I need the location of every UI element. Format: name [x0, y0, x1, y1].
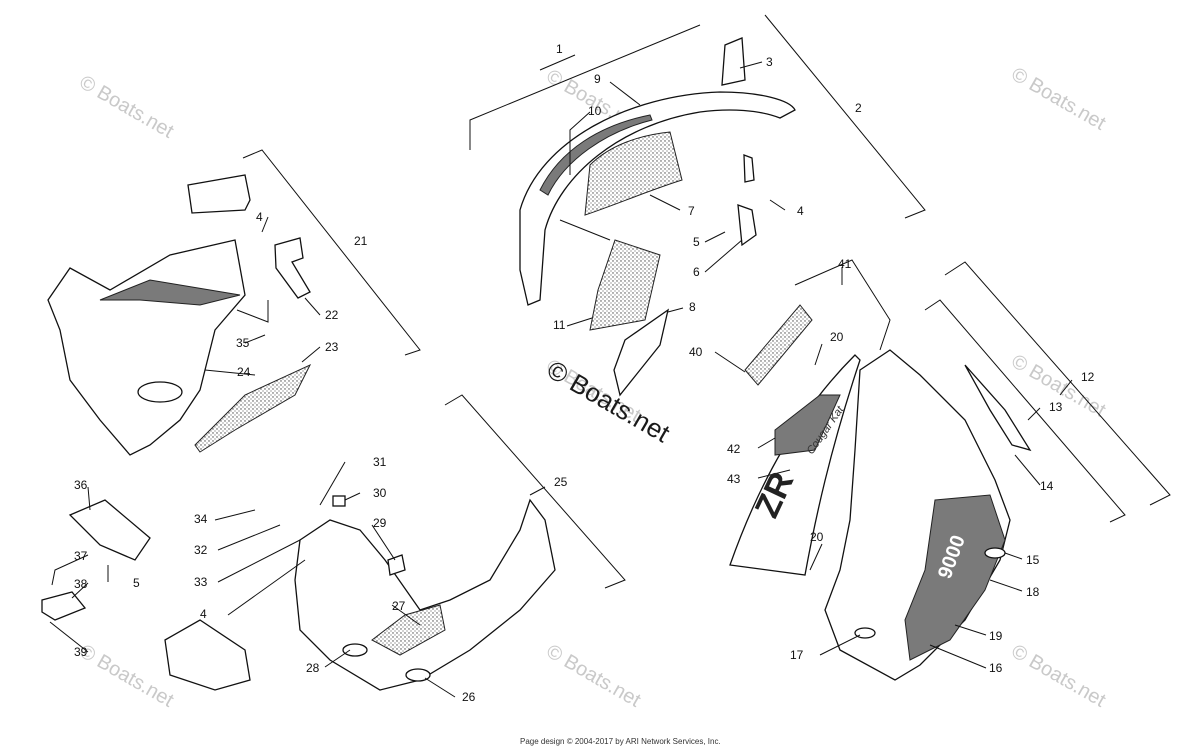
callout-40: 40: [689, 345, 703, 359]
callout-29: 29: [373, 516, 387, 530]
hood-assembly: [47, 149, 421, 456]
side-panel-assembly: [714, 259, 1171, 681]
watermark: © Boats.net: [1008, 640, 1110, 712]
callout-9: 9: [594, 72, 601, 86]
callout-36: 36: [74, 478, 88, 492]
callout-24: 24: [237, 365, 251, 379]
callout-43: 43: [727, 472, 741, 486]
callout-39: 39: [74, 645, 88, 659]
callout-16: 16: [989, 661, 1003, 675]
callout-15: 15: [1026, 553, 1040, 567]
callout-28: 28: [306, 661, 320, 675]
callout-7: 7: [688, 204, 695, 218]
callout-2: 2: [855, 101, 862, 115]
callout-20a: 20: [830, 330, 844, 344]
callout-11: 11: [553, 318, 566, 332]
watermark: © Boats.net: [543, 640, 645, 712]
callout-13: 13: [1049, 400, 1063, 414]
callout-6: 6: [693, 265, 700, 279]
callout-21: 21: [354, 234, 368, 248]
watermark: © Boats.net: [1008, 63, 1110, 135]
callout-17: 17: [790, 648, 804, 662]
callout-4b: 4: [256, 210, 263, 224]
callout-14: 14: [1040, 479, 1054, 493]
callout-12: 12: [1081, 370, 1095, 384]
callouts: 1 2 3 4 4 4 5 5 6 7 8 9 10 11 12 13 14 1…: [74, 42, 1095, 704]
callout-37: 37: [74, 549, 88, 563]
callout-22: 22: [325, 308, 339, 322]
callout-32: 32: [194, 543, 208, 557]
callout-25: 25: [554, 475, 568, 489]
callout-18: 18: [1026, 585, 1040, 599]
callout-38: 38: [74, 577, 88, 591]
callout-26: 26: [462, 690, 476, 704]
callout-5b: 5: [133, 576, 140, 590]
callout-41: 41: [838, 257, 852, 271]
callout-33: 33: [194, 575, 208, 589]
callout-42: 42: [727, 442, 741, 456]
callout-3: 3: [766, 55, 773, 69]
callout-19: 19: [989, 629, 1003, 643]
bottom-pan-assembly: [41, 394, 626, 698]
callout-10: 10: [588, 104, 602, 118]
watermark: © Boats.net: [76, 71, 178, 143]
callout-30: 30: [373, 486, 387, 500]
callout-35: 35: [236, 336, 250, 350]
windshield-assembly: [469, 14, 926, 397]
callout-4a: 4: [797, 204, 804, 218]
callout-20b: 20: [810, 530, 824, 544]
callout-5a: 5: [693, 235, 700, 249]
callout-4c: 4: [200, 607, 207, 621]
callout-34: 34: [194, 512, 208, 526]
callout-27: 27: [392, 599, 406, 613]
callout-8: 8: [689, 300, 696, 314]
center-watermark: © Boats.net: [542, 354, 676, 448]
watermark: © Boats.net: [76, 640, 178, 712]
footer-text: Page design © 2004-2017 by ARI Network S…: [520, 737, 721, 746]
callout-23: 23: [325, 340, 339, 354]
callout-1: 1: [556, 42, 563, 56]
callout-31: 31: [373, 455, 387, 469]
